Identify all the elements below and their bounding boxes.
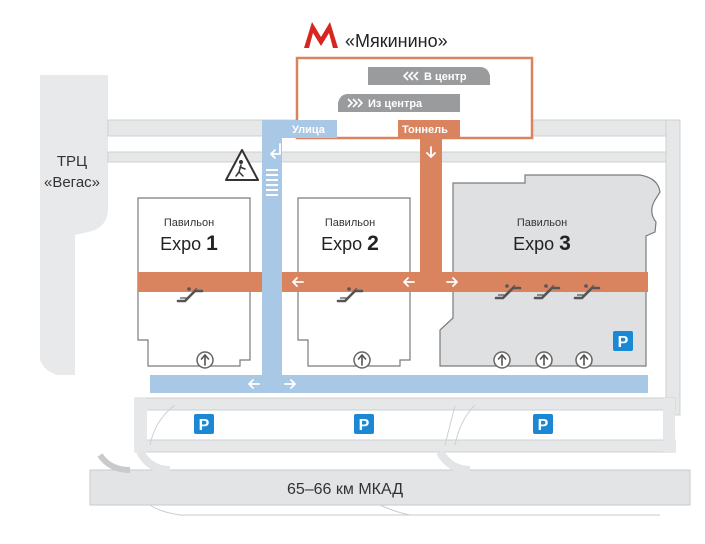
- pedestrian-warning-icon: [225, 149, 259, 181]
- svg-text:P: P: [538, 417, 549, 434]
- mall-label-line1: ТРЦ: [57, 153, 87, 170]
- train-from-center-label: Из центра: [368, 98, 423, 110]
- pavilion-2-title: Expo 2: [321, 232, 379, 255]
- train-to-center-label: В центр: [424, 71, 467, 83]
- metro-logo-icon: [304, 22, 338, 48]
- pavilion-3-title: Expo 3: [513, 232, 571, 255]
- highway-label: 65–66 км МКАД: [287, 481, 403, 498]
- tunnel-exit-label: Тоннель: [402, 124, 448, 136]
- mall-building: [40, 75, 108, 375]
- svg-text:P: P: [359, 417, 370, 434]
- metro-station-name: «Мякинино»: [345, 31, 448, 51]
- mall-label-line2: «Вегас»: [44, 174, 100, 191]
- street-exit-label: Улица: [292, 124, 326, 136]
- pavilion-2-caption: Павильон: [325, 217, 375, 229]
- pavilion-expo-3: [439, 174, 661, 367]
- svg-text:P: P: [618, 334, 629, 351]
- pavilion-3-caption: Павильон: [517, 217, 567, 229]
- street-path: [150, 120, 648, 393]
- pavilion-1-caption: Павильон: [164, 217, 214, 229]
- arrow-icon: [248, 143, 458, 389]
- train-from-center-icon: [338, 94, 460, 112]
- svg-text:P: P: [199, 417, 210, 434]
- pavilion-1-title: Expo 1: [160, 232, 218, 255]
- train-to-center-icon: [368, 67, 490, 85]
- parking-icon: P P P P: [194, 331, 633, 434]
